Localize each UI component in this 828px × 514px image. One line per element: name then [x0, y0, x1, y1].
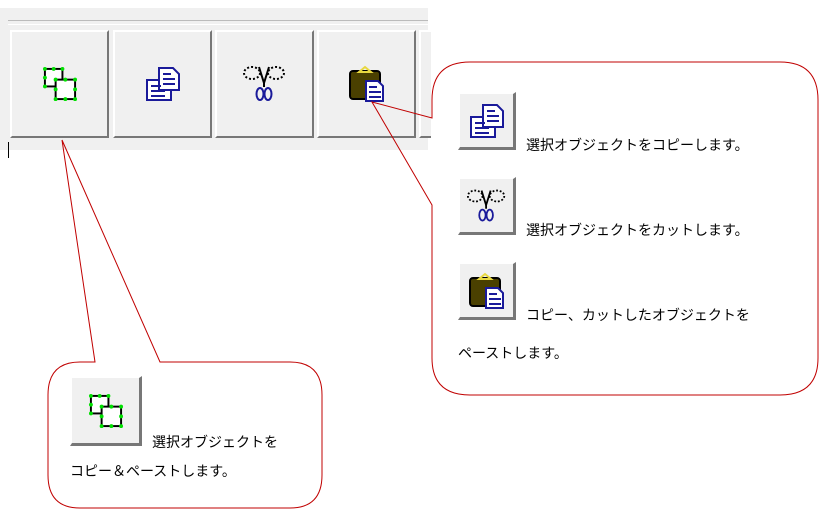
callout-left-outline: [47, 139, 323, 509]
cut-button-sample: [458, 177, 516, 235]
toolbar-separator: [8, 20, 428, 25]
partial-button: [419, 30, 431, 138]
clipboard-paste-icon: [468, 272, 504, 309]
scissors-icon: [466, 189, 505, 221]
copy-button-sample: [458, 92, 516, 150]
paste-description-line2: ペーストします。: [458, 346, 568, 362]
copy-button[interactable]: [113, 30, 212, 138]
cut-description: 選択オブジェクトをカットします。: [526, 223, 749, 239]
paste-button-sample: [458, 262, 516, 320]
duplicate-icon: [87, 392, 124, 429]
paste-description-line1: コピー、カットしたオブジェクトを: [526, 308, 750, 324]
duplicate-button[interactable]: [10, 30, 109, 138]
copy-description: 選択オブジェクトをコピーします。: [526, 138, 749, 154]
duplicate-description-line1: 選択オブジェクトを: [152, 435, 278, 451]
copy-icon: [469, 103, 504, 138]
callout-right-outline: [370, 61, 819, 396]
cut-button[interactable]: [215, 30, 314, 138]
duplicate-description-line2: コピー＆ペーストします。: [70, 464, 236, 480]
paste-button[interactable]: [317, 30, 416, 138]
toolbar: [0, 8, 431, 158]
duplicate-button-sample: [70, 376, 142, 446]
text-cursor: [8, 142, 9, 158]
